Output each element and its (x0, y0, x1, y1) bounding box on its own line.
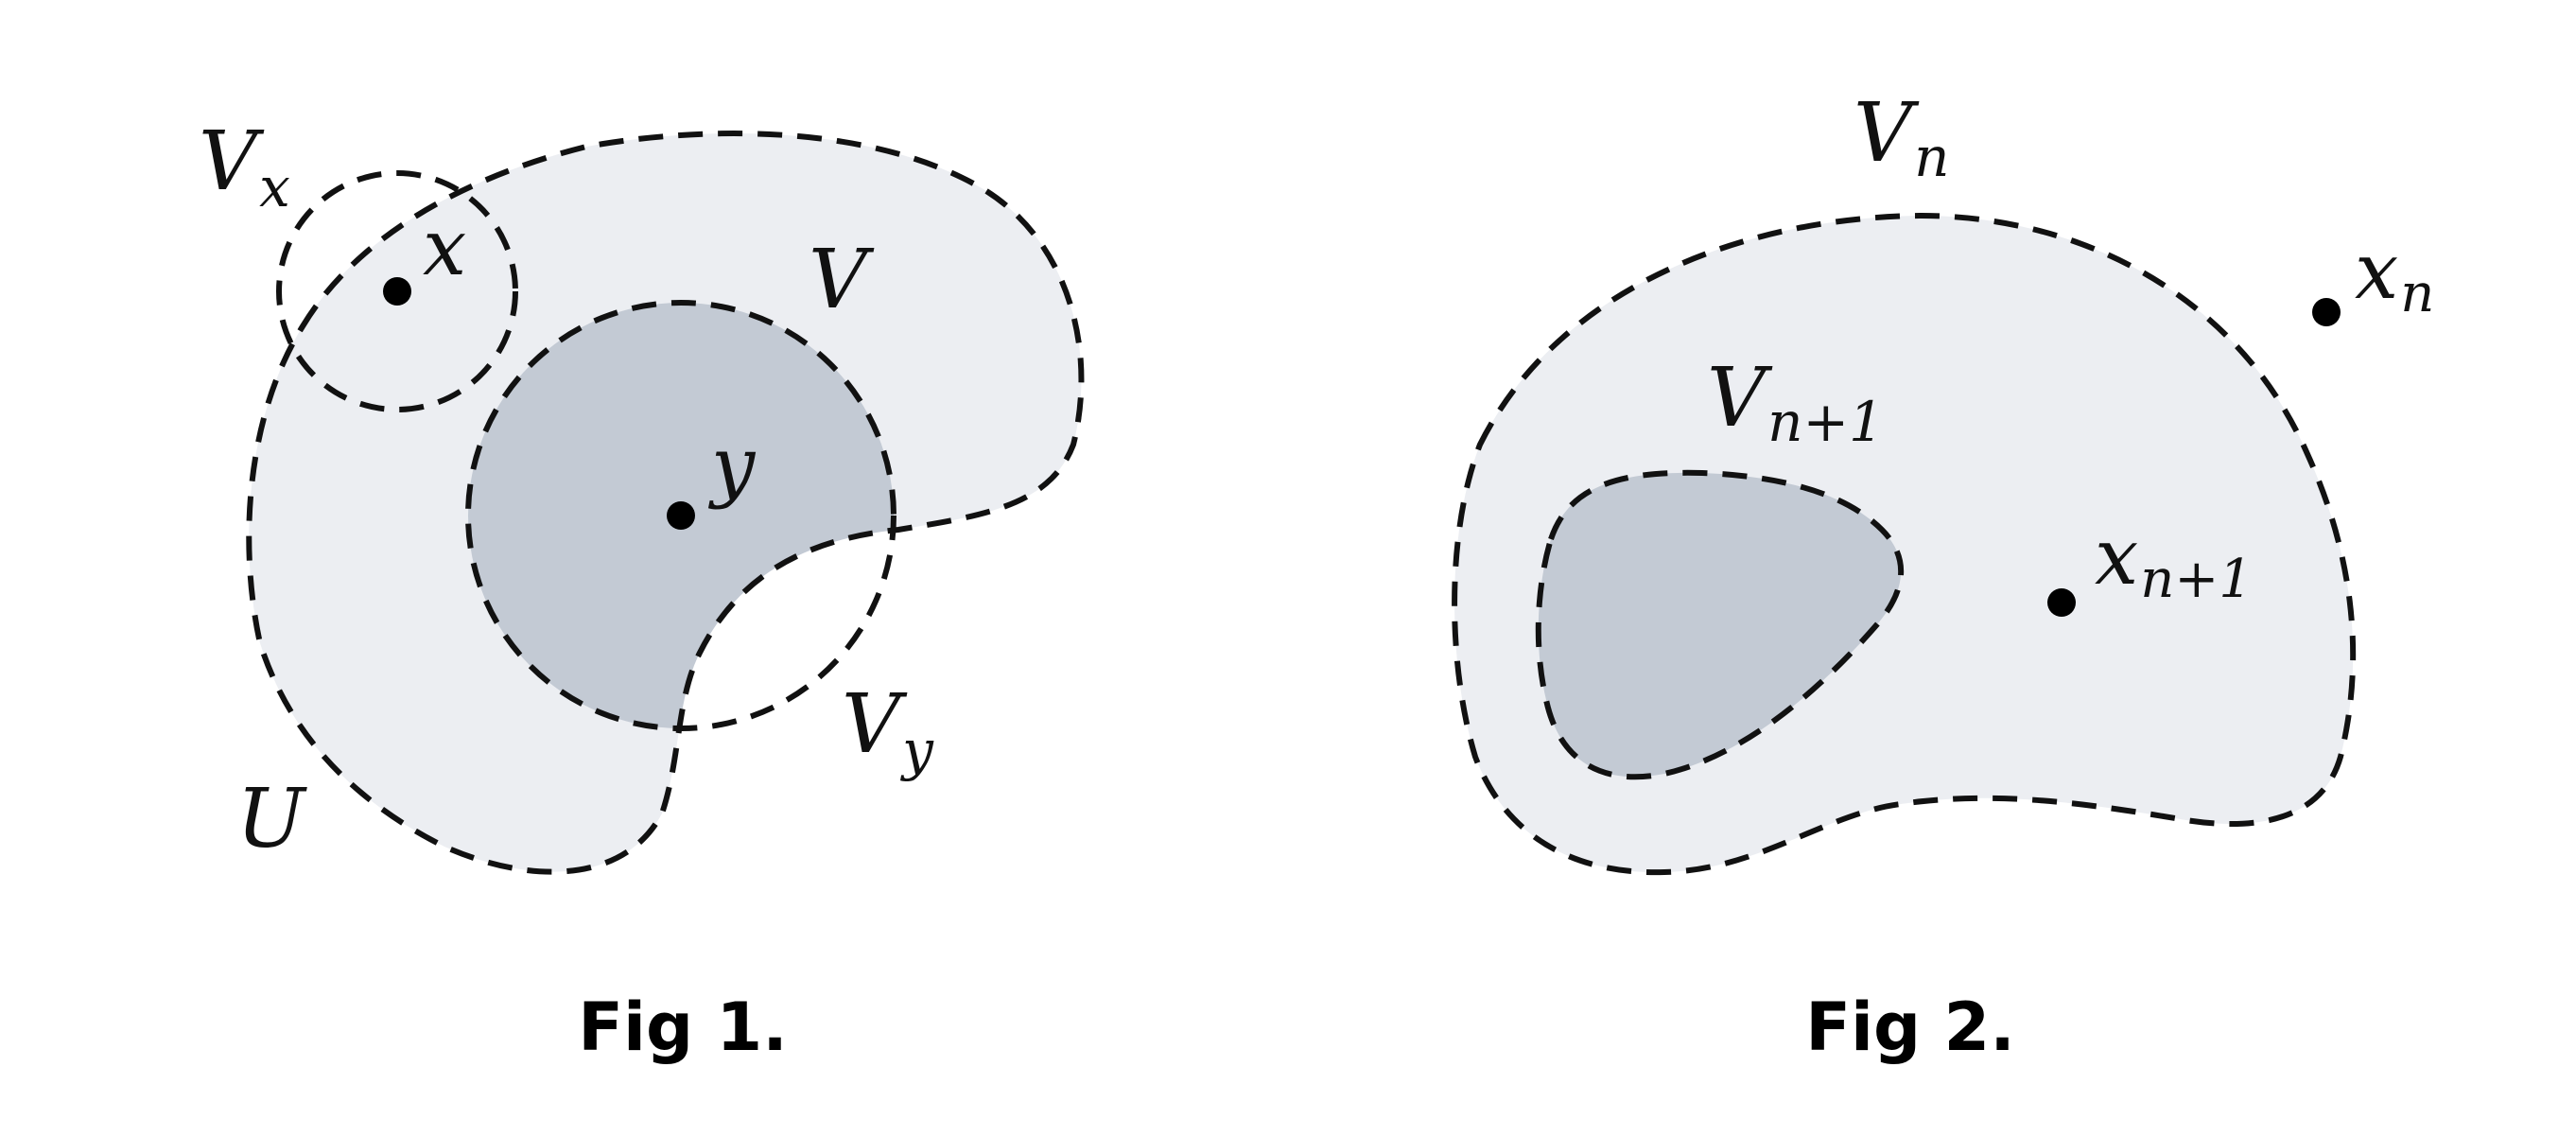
label-xn1: xn+1 (2095, 513, 2253, 610)
label-vx-main: V (199, 114, 265, 209)
neighborhood-vx-outline (276, 170, 518, 412)
label-xn1-main: x (2095, 513, 2138, 603)
region-vn-outline (1452, 212, 2357, 876)
label-vn-main: V (1854, 86, 1920, 181)
label-xn-main: x (2355, 227, 2398, 317)
region-vn1-outline (1535, 469, 1904, 780)
region-vn1 (1538, 472, 1902, 778)
label-vn1: Vn+1 (1707, 351, 1884, 454)
label-vy-main: V (842, 677, 908, 772)
label-xn1-sub: n+1 (2140, 549, 2253, 610)
point-xn (2312, 298, 2341, 326)
label-vx: Vx (199, 114, 290, 219)
label-x: x (423, 203, 466, 293)
fig2: Vn Vn+1 xn xn+1 Fig 2. (1452, 86, 2434, 1066)
point-y (667, 501, 695, 530)
label-vn-sub: n (1914, 125, 1949, 189)
label-vn1-main: V (1707, 351, 1773, 446)
label-xn: xn (2355, 227, 2434, 324)
label-xn-sub: n (2400, 263, 2434, 324)
label-vn1-sub: n+1 (1767, 390, 1884, 454)
fig1: Vx x V y Vy U Fig 1. (199, 114, 1085, 1066)
region-u-outline (246, 131, 1085, 875)
point-xn1 (2047, 588, 2076, 617)
neighborhood-vy-outline (465, 300, 896, 731)
fig1-caption: Fig 1. (578, 988, 788, 1066)
label-y: y (707, 421, 757, 511)
label-v: V (809, 233, 875, 327)
label-vy-sub: y (899, 718, 934, 782)
label-u: U (236, 772, 307, 866)
label-vy: Vy (842, 677, 934, 782)
label-vn: Vn (1854, 86, 1949, 189)
point-x (383, 277, 411, 306)
fig2-caption: Fig 2. (1805, 988, 2015, 1066)
label-vx-sub: x (259, 155, 290, 219)
